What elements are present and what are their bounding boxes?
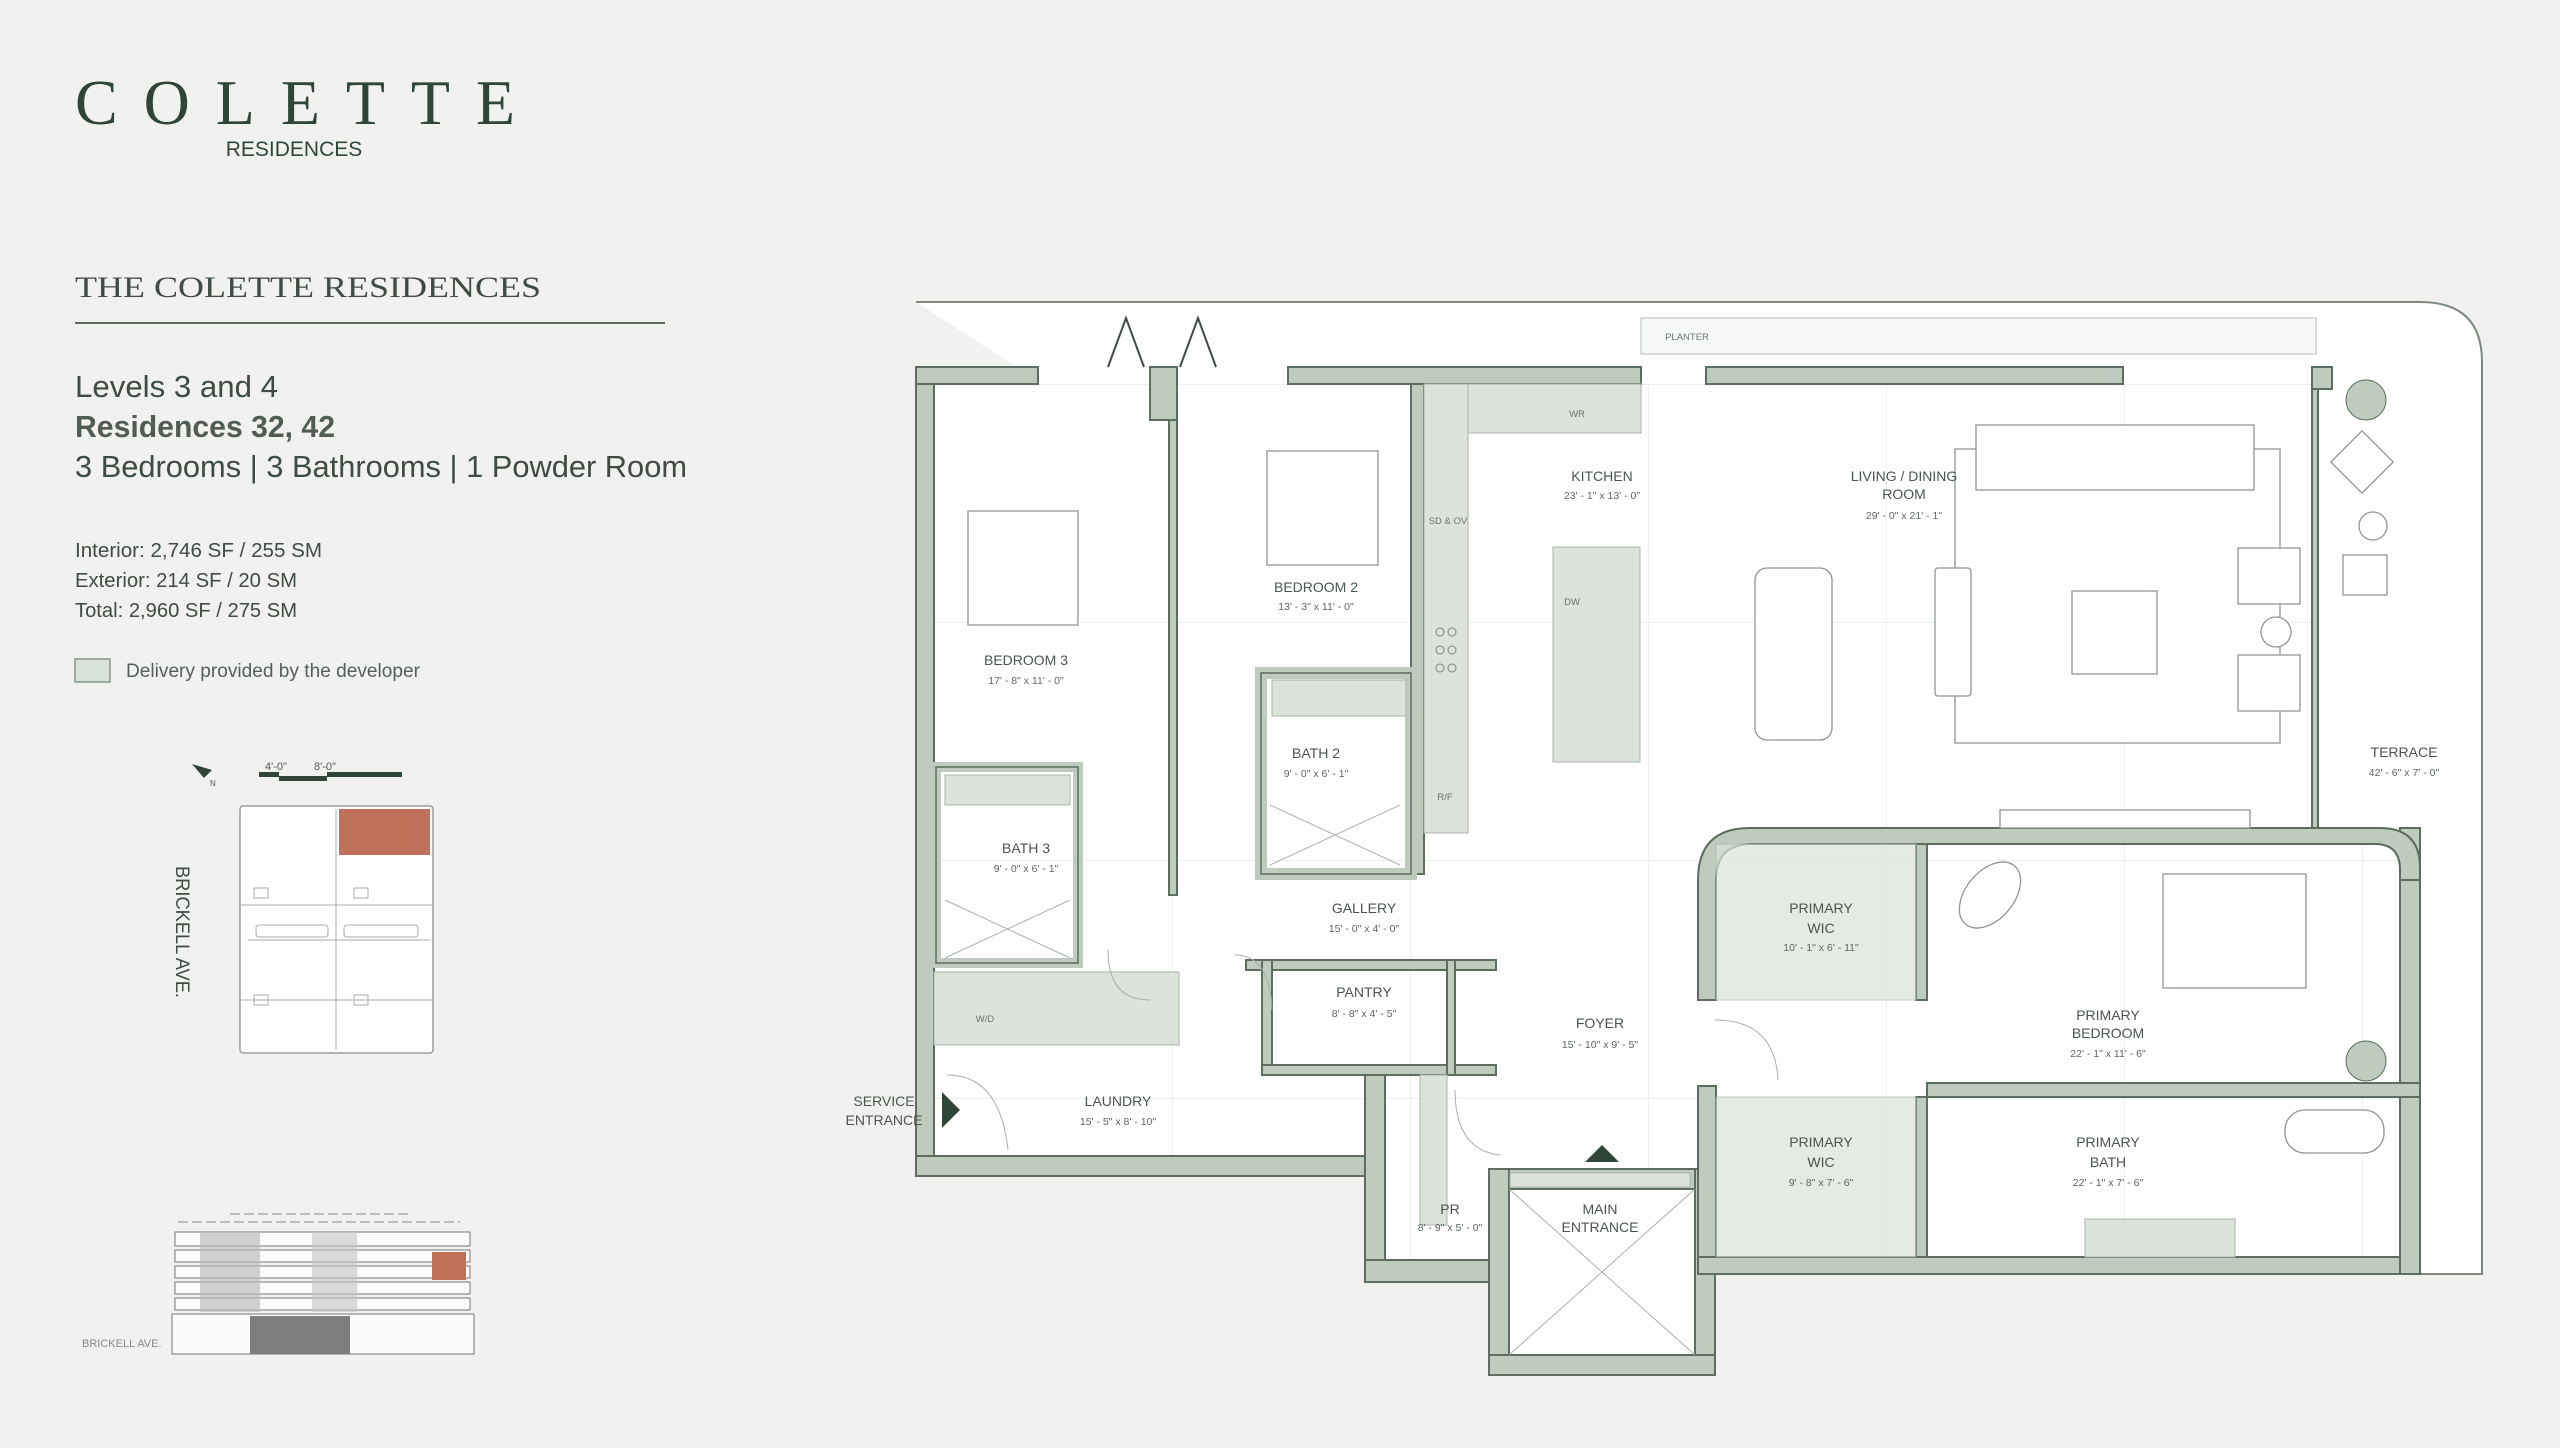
bedroom2-label: BEDROOM 2 xyxy=(1274,579,1358,595)
rooms-summary: 3 Bedrooms | 3 Bathrooms | 1 Powder Room xyxy=(75,449,687,484)
main-entrance-arrow-icon xyxy=(1585,1145,1619,1162)
residences-text: Residences 32, 42 xyxy=(75,409,335,444)
bedroom3-label: BEDROOM 3 xyxy=(984,652,1068,668)
foyer-dims: 15' - 10" x 9' - 5" xyxy=(1562,1039,1639,1051)
powder-room-dims: 8' - 9" x 5' - 0" xyxy=(1418,1222,1483,1234)
bed-icon xyxy=(2162,873,2307,989)
bath3-dims: 9' - 0" x 6' - 1" xyxy=(994,863,1059,875)
interior-area: Interior: 2,746 SF / 255 SM xyxy=(75,540,322,562)
pantry-label: PANTRY xyxy=(1336,984,1392,1000)
room-labels: KITCHEN 23' - 1" x 13' - 0" LIVING / DIN… xyxy=(845,468,2439,1235)
primary-bedroom-label: PRIMARY xyxy=(2076,1007,2140,1023)
logo-subtitle: RESIDENCES xyxy=(226,138,363,161)
main-entrance-label: MAIN xyxy=(1583,1201,1618,1217)
primary-bedroom-dims: 22' - 1" x 11' - 6" xyxy=(2070,1048,2146,1060)
building-elevation: BRICKELL AVE. xyxy=(82,1213,475,1355)
walls xyxy=(915,366,2421,1376)
page-title: THE COLETTE RESIDENCES xyxy=(75,271,541,304)
keyplan-street-label: BRICKELL AVE. xyxy=(171,866,192,998)
armchair-icon xyxy=(2237,654,2301,712)
primary-bedroom-label-2: BEDROOM xyxy=(2072,1025,2144,1041)
console-table xyxy=(1934,567,1972,697)
wic1-label: PRIMARY xyxy=(1789,900,1853,916)
unit-highlight xyxy=(339,809,430,855)
service-entrance-label-2: ENTRANCE xyxy=(845,1112,922,1128)
legend-label: Delivery provided by the developer xyxy=(126,661,421,682)
bedroom2-dims: 13' - 3" x 11' - 0" xyxy=(1278,601,1354,613)
powder-room-label: PR xyxy=(1440,1201,1459,1217)
sofa-icon xyxy=(1975,424,2255,491)
elevation-street-label: BRICKELL AVE. xyxy=(82,1338,161,1350)
primary-bath-label-2: BATH xyxy=(2090,1154,2126,1170)
svg-text:N: N xyxy=(210,779,216,788)
balcony-door-icon xyxy=(1107,315,1217,368)
wic1-dims: 10' - 1" x 6' - 11" xyxy=(1783,942,1859,954)
scale-label-a: 4'-0" xyxy=(265,761,287,773)
service-entrance-label: SERVICE xyxy=(853,1093,914,1109)
primary-bath-dims: 22' - 1" x 7' - 6" xyxy=(2073,1177,2144,1189)
wic2-label: PRIMARY xyxy=(1789,1134,1853,1150)
living-label-2: ROOM xyxy=(1882,486,1926,502)
bath2-dims: 9' - 0" x 6' - 1" xyxy=(1284,768,1349,780)
armchair-icon xyxy=(2237,547,2301,605)
site-plan xyxy=(239,805,434,1054)
coffee-table xyxy=(2071,590,2158,675)
bath2-label: BATH 2 xyxy=(1292,745,1340,761)
title-divider xyxy=(75,322,665,324)
dining-table xyxy=(1754,567,1833,741)
wic1-label-2: WIC xyxy=(1807,920,1834,936)
living-label: LIVING / DINING xyxy=(1851,468,1958,484)
terrace-dims: 42' - 6" x 7' - 0" xyxy=(2369,767,2440,779)
gallery-label: GALLERY xyxy=(1332,900,1397,916)
brand-logo: COLETTE RESIDENCES xyxy=(75,67,515,161)
bathtub-icon xyxy=(2284,1109,2385,1154)
exterior-area: Exterior: 214 SF / 20 SM xyxy=(75,570,297,592)
lounge-chair-icon xyxy=(2329,429,2395,495)
levels-text: Levels 3 and 4 xyxy=(75,369,278,404)
total-area: Total: 2,960 SF / 275 SM xyxy=(75,600,297,622)
fridge-label: R/F xyxy=(1437,792,1453,803)
wic2-label-2: WIC xyxy=(1807,1154,1834,1170)
wine-fridge-label: WR xyxy=(1569,409,1585,420)
main-entrance-label-2: ENTRANCE xyxy=(1561,1219,1638,1235)
wic2-dims: 9' - 8" x 7' - 6" xyxy=(1789,1177,1854,1189)
bed-icon xyxy=(967,510,1079,626)
scale-bar xyxy=(259,772,402,781)
legend-swatch xyxy=(74,658,111,683)
planter xyxy=(1640,317,2317,355)
planter-pot xyxy=(2345,1040,2387,1082)
primary-bath-label: PRIMARY xyxy=(2076,1134,2140,1150)
furniture xyxy=(946,379,2395,1156)
dishwasher-label: DW xyxy=(1564,597,1580,608)
lounge-chair-icon xyxy=(2342,554,2388,596)
terrace-label: TERRACE xyxy=(2371,744,2438,760)
floor-plan: PLANTER xyxy=(845,301,2483,1376)
bedroom3-dims: 17' - 8" x 11' - 0" xyxy=(988,675,1064,687)
laundry-dims: 15' - 5" x 8' - 10" xyxy=(1080,1116,1157,1128)
kitchen-label: KITCHEN xyxy=(1571,468,1632,484)
key-plan: N 4'-0" 8'-0" BRICKELL AVE. xyxy=(171,761,434,1054)
kitchen-dims: 23' - 1" x 13' - 0" xyxy=(1564,490,1641,502)
oven-label: SD & OV xyxy=(1429,516,1468,527)
planter-pot xyxy=(2345,379,2387,421)
living-dims: 29' - 0" x 21' - 1" xyxy=(1866,510,1943,522)
logo-wordmark: COLETTE xyxy=(75,67,515,138)
north-arrow-icon: N xyxy=(192,764,216,788)
washer-dryer-label: W/D xyxy=(976,1014,995,1025)
service-entrance-arrow-icon xyxy=(942,1092,960,1128)
foyer-label: FOYER xyxy=(1576,1015,1624,1031)
laundry-label: LAUNDRY xyxy=(1085,1093,1152,1109)
planter-label: PLANTER xyxy=(1665,332,1709,343)
chaise-icon xyxy=(1958,861,2022,929)
scale-label-b: 8'-0" xyxy=(314,761,336,773)
gallery-dims: 15' - 0" x 4' - 0" xyxy=(1329,923,1400,935)
bed-icon xyxy=(1266,450,1379,566)
pantry-dims: 8' - 8" x 4' - 5" xyxy=(1332,1008,1397,1020)
millwork xyxy=(933,383,2236,1258)
cooktop-icon xyxy=(1435,627,1457,673)
bath3-label: BATH 3 xyxy=(1002,840,1050,856)
